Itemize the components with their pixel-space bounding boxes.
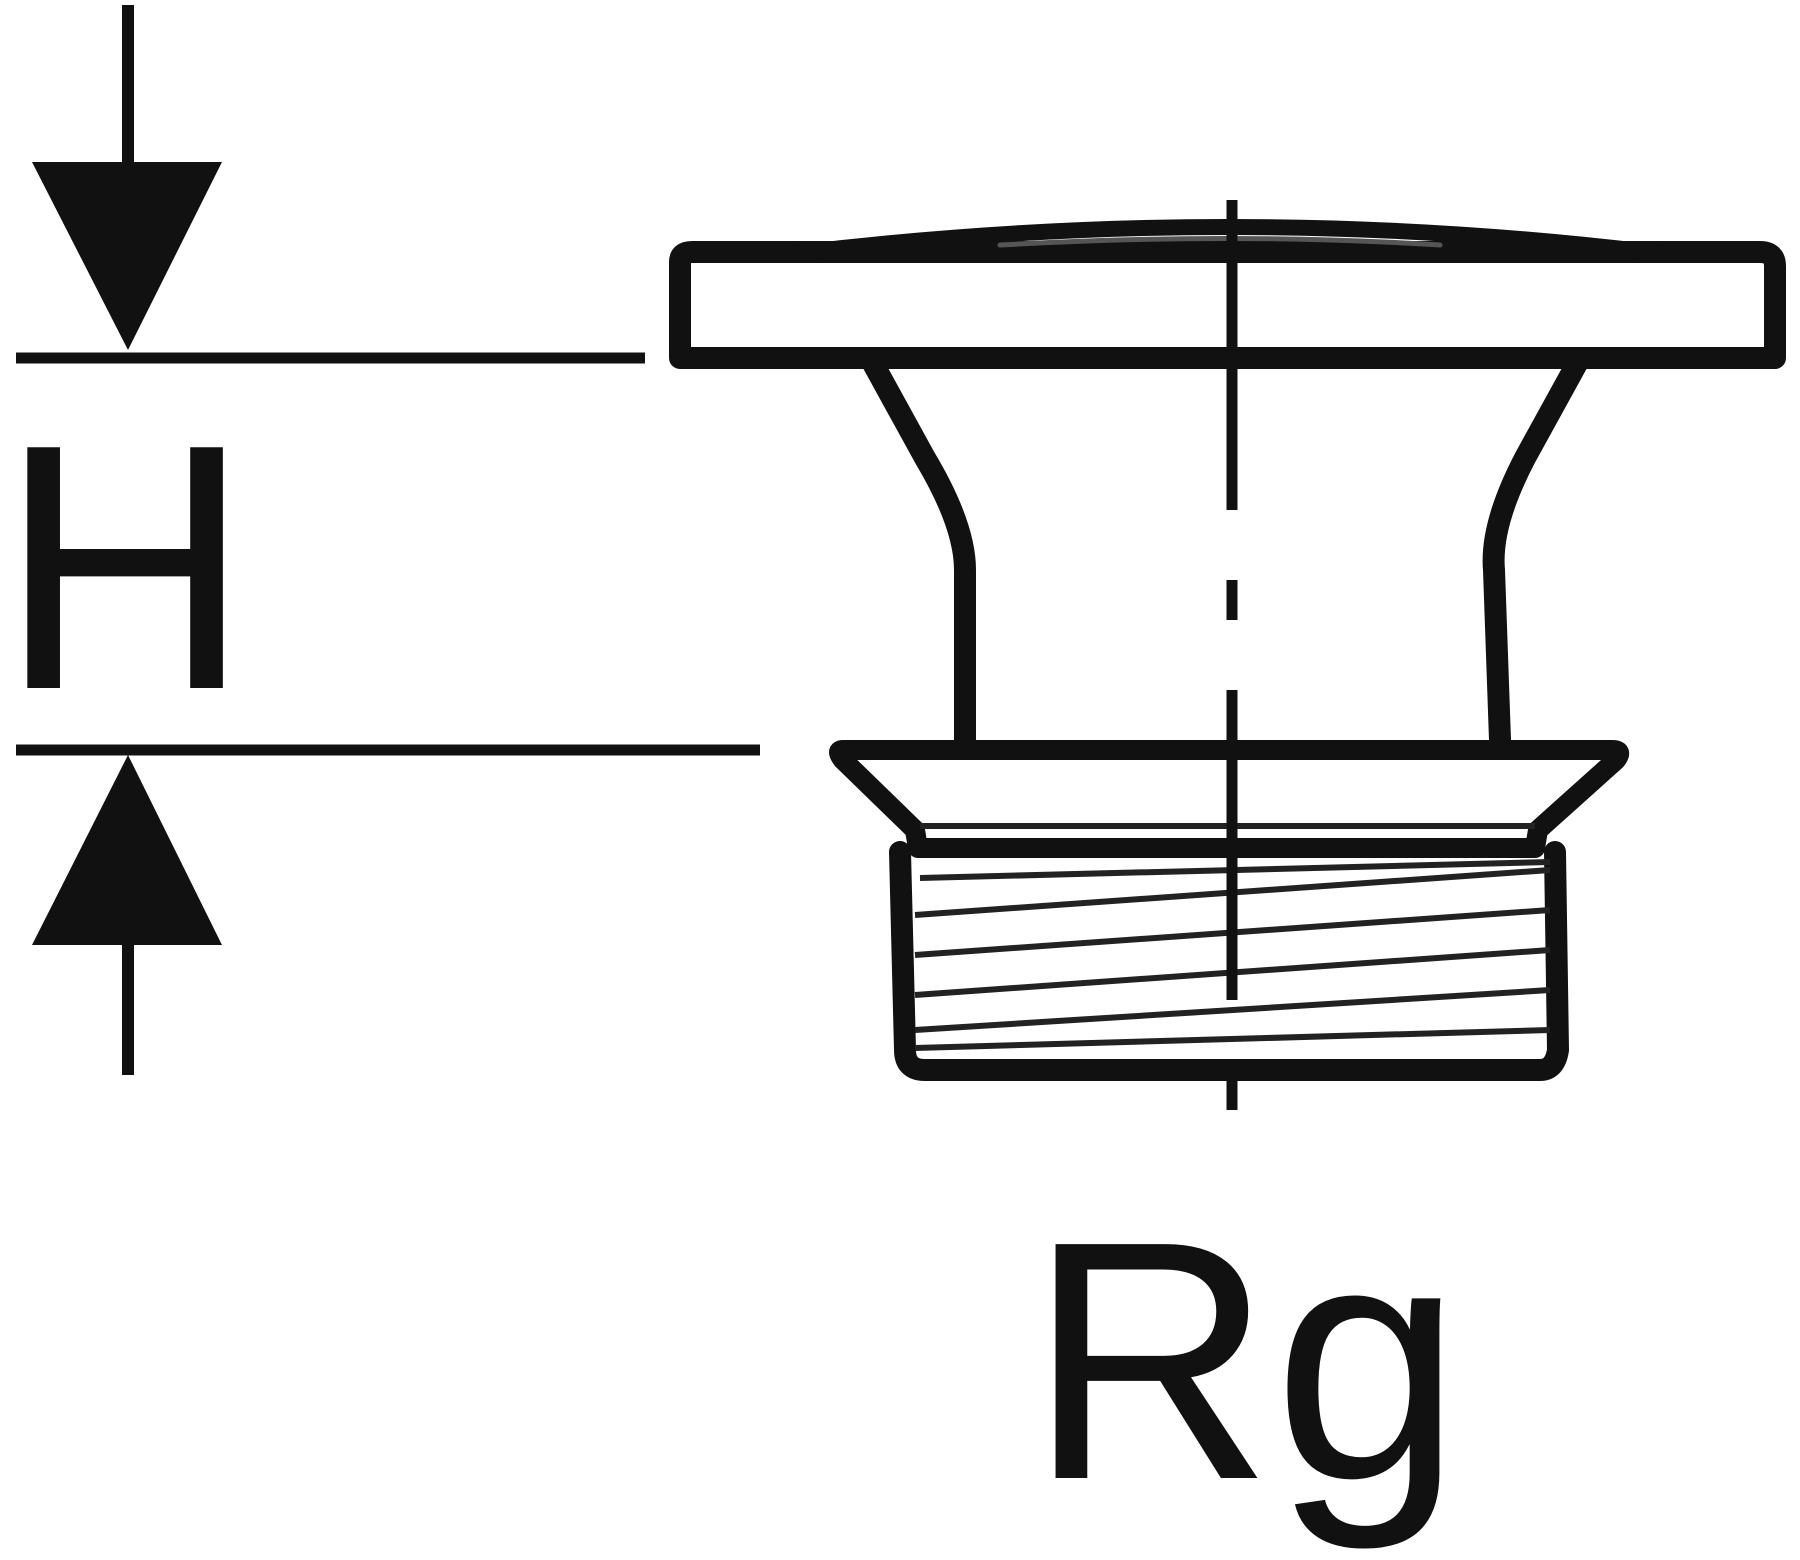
cap-flange xyxy=(669,241,1786,369)
neck-left xyxy=(859,347,976,751)
thread-line xyxy=(914,1027,1551,1051)
thread-label-rg: Rg xyxy=(1028,1171,1463,1552)
top-arrow-head xyxy=(32,162,222,350)
cap-dome-highlight xyxy=(997,236,1443,248)
dimension-label-h: H xyxy=(0,372,251,763)
thread-line xyxy=(914,987,1551,1033)
bottom-arrow-head xyxy=(32,755,222,945)
height-dimension: H xyxy=(0,5,760,1075)
neck-right xyxy=(1482,347,1591,751)
